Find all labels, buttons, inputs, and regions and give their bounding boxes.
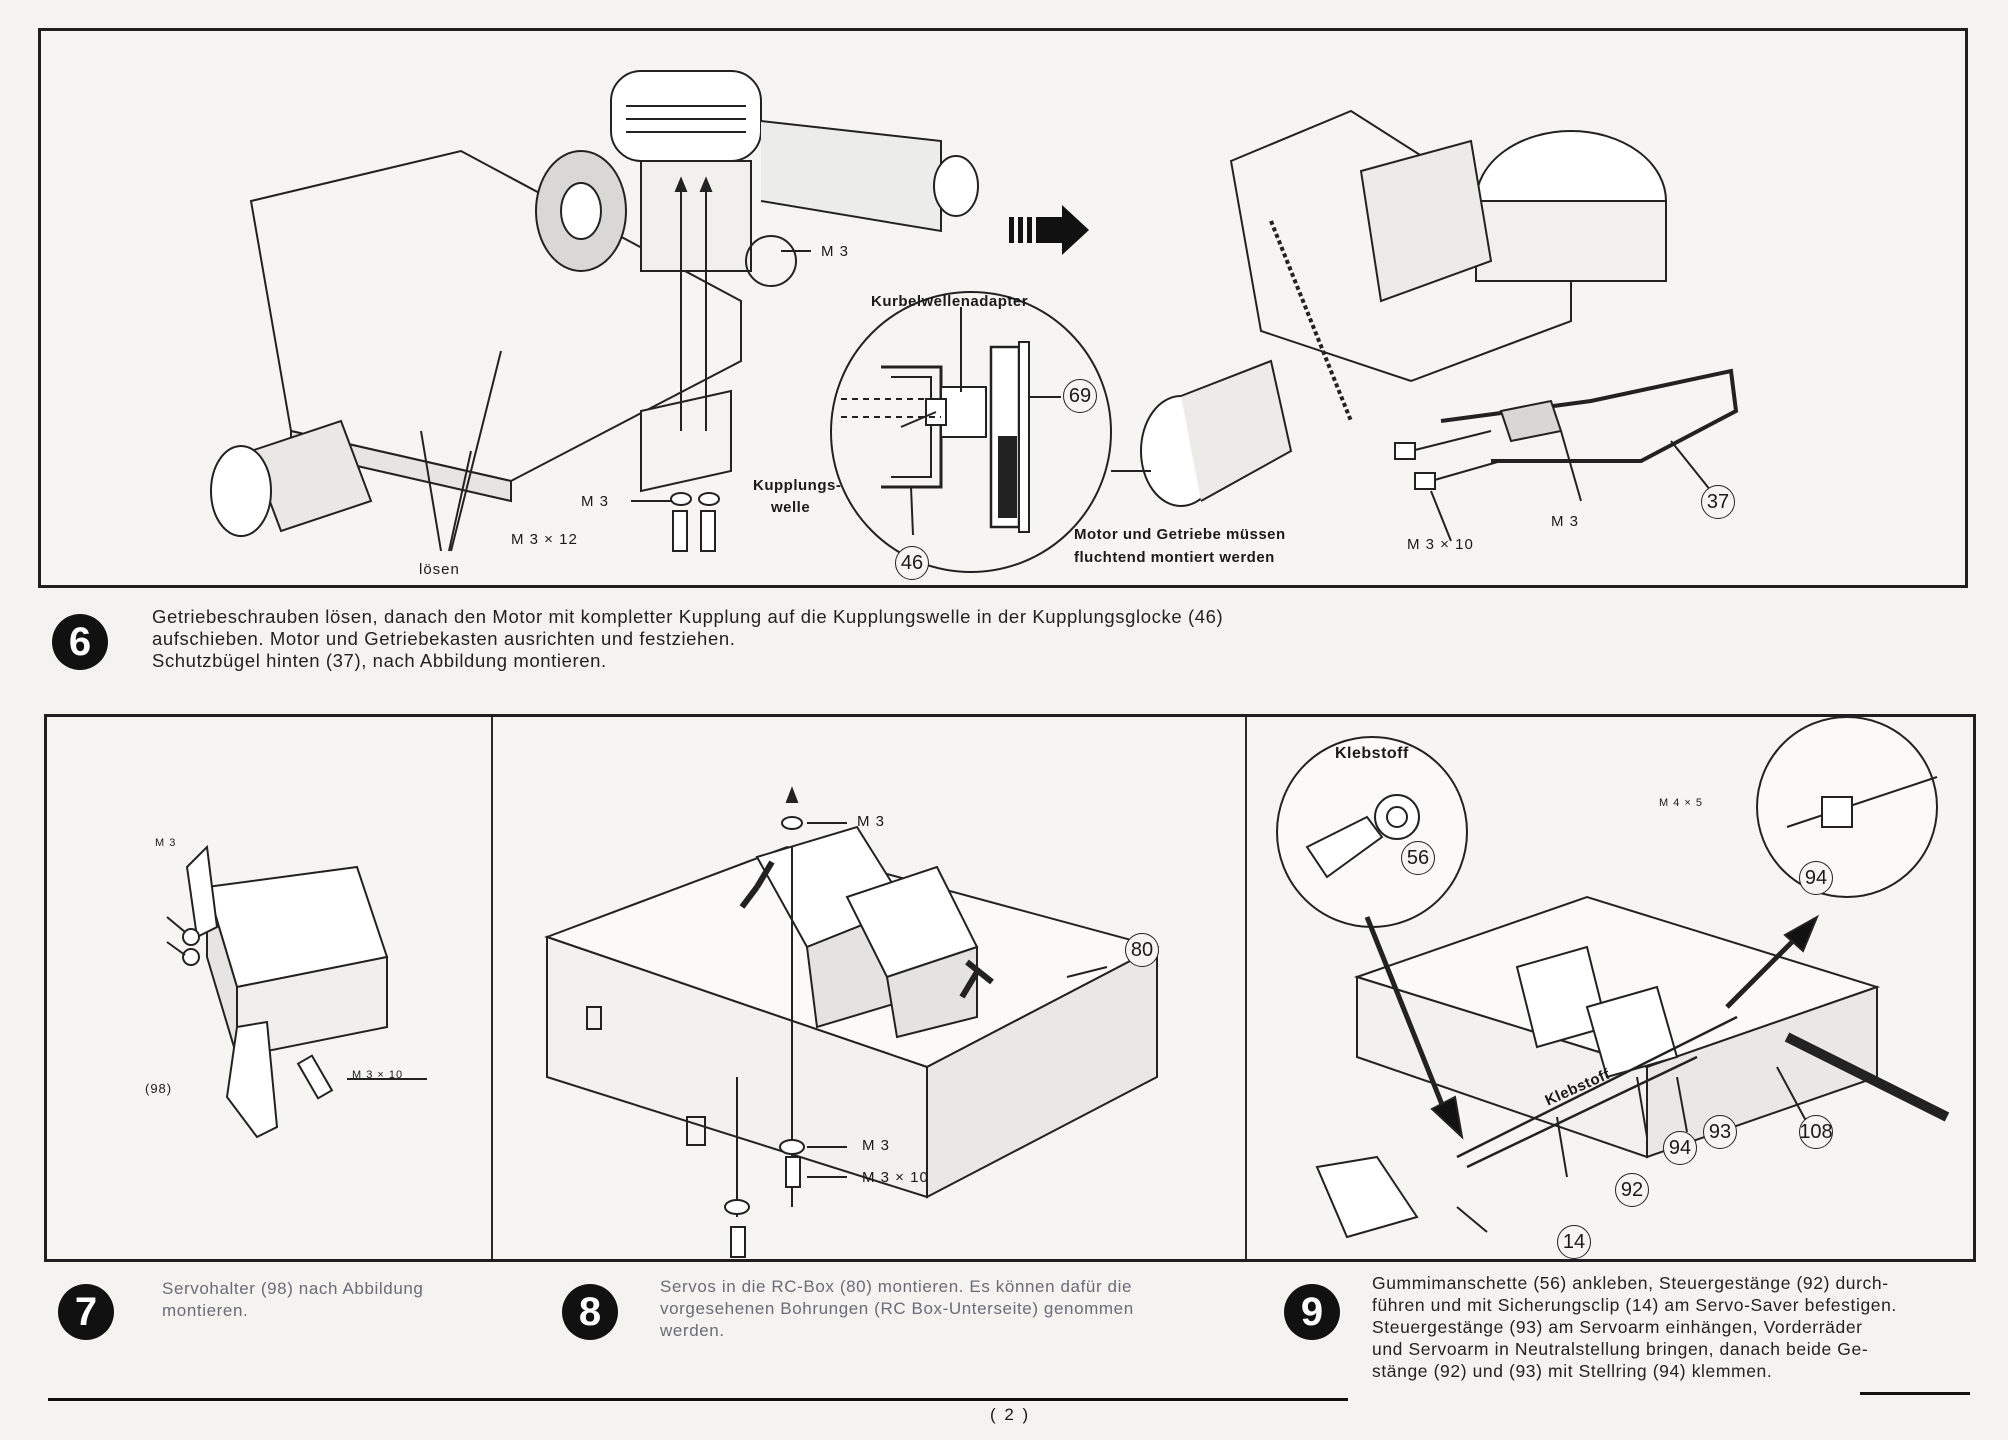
- footer-rule-right: [1860, 1392, 1970, 1395]
- part-37-callout: 37: [1701, 485, 1735, 519]
- step-7-text: Servohalter (98) nach Abbildung montiere…: [162, 1278, 423, 1322]
- step-9-line-2: führen und mit Sicherungsclip (14) am Se…: [1372, 1295, 1897, 1315]
- step-9-line-1: Gummimanschette (56) ankleben, Steuerges…: [1372, 1273, 1889, 1293]
- step-6-badge: 6: [52, 614, 108, 670]
- label-m3x10-fig8: M 3 × 10: [862, 1169, 929, 1186]
- step-6-line-2: aufschieben. Motor und Getriebekasten au…: [152, 628, 736, 649]
- part-94-callout: 94: [1663, 1131, 1697, 1165]
- label-klebstoff-top: Klebstoff: [1335, 745, 1409, 762]
- step-9-badge: 9: [1284, 1284, 1340, 1340]
- label-loesen: lösen: [419, 561, 460, 578]
- part-93-callout: 93: [1703, 1115, 1737, 1149]
- step-9-line-5: stänge (92) und (93) mit Stellring (94) …: [1372, 1361, 1773, 1381]
- label-m3-bottom-fig8: M 3: [862, 1137, 891, 1154]
- step-8-line-3: werden.: [660, 1321, 725, 1340]
- label-motor-getriebe-2: fluchtend montiert werden: [1074, 549, 1275, 566]
- step-9-line-4: und Servoarm in Neutralstellung bringen,…: [1372, 1339, 1869, 1359]
- step-7-badge: 7: [58, 1284, 114, 1340]
- divider-8-9: [1245, 717, 1247, 1259]
- label-kupplungswelle-1: Kupplungs-: [753, 477, 842, 494]
- label-m4x5: M 4 × 5: [1659, 797, 1703, 809]
- crankshaft-adapter-inset: [830, 291, 1112, 573]
- engine-assembly-drawing: [210, 70, 979, 552]
- label-m3x12: M 3 × 12: [511, 531, 578, 548]
- step-8-badge: 8: [562, 1284, 618, 1340]
- label-m3-fig7: M 3: [155, 837, 177, 849]
- figure-7-8-9-panel: M 3 M 3 × 10 (98) M 3 M 3 M 3 × 10 80: [44, 714, 1976, 1262]
- footer-rule-left: [48, 1398, 1348, 1401]
- step-8-line-1: Servos in die RC-Box (80) montieren. Es …: [660, 1277, 1133, 1296]
- part-80-callout: 80: [1125, 933, 1159, 967]
- label-m3-upper: M 3: [821, 243, 850, 260]
- label-motor-getriebe-1: Motor und Getriebe müssen: [1074, 526, 1286, 543]
- part-108-callout: 108: [1799, 1115, 1833, 1149]
- part-92-callout: 92: [1615, 1173, 1649, 1207]
- label-m3x10-right: M 3 × 10: [1407, 536, 1474, 553]
- step-8-text: Servos in die RC-Box (80) montieren. Es …: [660, 1276, 1134, 1342]
- label-m3-lower: M 3: [581, 493, 610, 510]
- figure-6-panel: M 3 M 3 M 3 × 12 lösen Kurbelwellenadapt…: [38, 28, 1968, 588]
- part-94-top-callout: 94: [1799, 861, 1833, 895]
- part-14-callout: 14: [1557, 1225, 1591, 1259]
- step-7-line-1: Servohalter (98) nach Abbildung: [162, 1279, 424, 1298]
- label-m3x10-fig7: M 3 × 10: [352, 1069, 404, 1081]
- part-56-callout: 56: [1401, 841, 1435, 875]
- steering-linkage-drawing: [1276, 716, 1950, 1239]
- label-kupplungswelle-2: welle: [771, 499, 811, 516]
- rc-box-drawing: [544, 786, 1160, 1258]
- step-7-line-2: montieren.: [162, 1301, 249, 1320]
- part-69-callout: 69: [1063, 379, 1097, 413]
- label-m3-top-fig8: M 3: [857, 813, 886, 830]
- step-6-line-1: Getriebeschrauben lösen, danach den Moto…: [152, 606, 1224, 627]
- mounted-engine-drawing: [1111, 109, 1739, 542]
- divider-7-8: [491, 717, 493, 1259]
- step-6-text: Getriebeschrauben lösen, danach den Moto…: [152, 606, 1223, 672]
- label-98-fig7: (98): [145, 1081, 173, 1096]
- label-kurbelwellenadapter: Kurbelwellenadapter: [871, 293, 1029, 310]
- servo-holder-drawing: [166, 844, 427, 1139]
- part-46-callout: 46: [895, 546, 929, 580]
- right-arrow-icon: [1009, 205, 1089, 255]
- label-m3-right: M 3: [1551, 513, 1580, 530]
- step-8-line-2: vorgesehenen Bohrungen (RC Box-Unterseit…: [660, 1299, 1134, 1318]
- page-number: ( 2 ): [990, 1405, 1031, 1424]
- step-9-text: Gummimanschette (56) ankleben, Steuerges…: [1372, 1272, 1897, 1382]
- step-6-line-3: Schutzbügel hinten (37), nach Abbildung …: [152, 650, 607, 671]
- step-9-line-3: Steuergestänge (93) am Servoarm einhänge…: [1372, 1317, 1863, 1337]
